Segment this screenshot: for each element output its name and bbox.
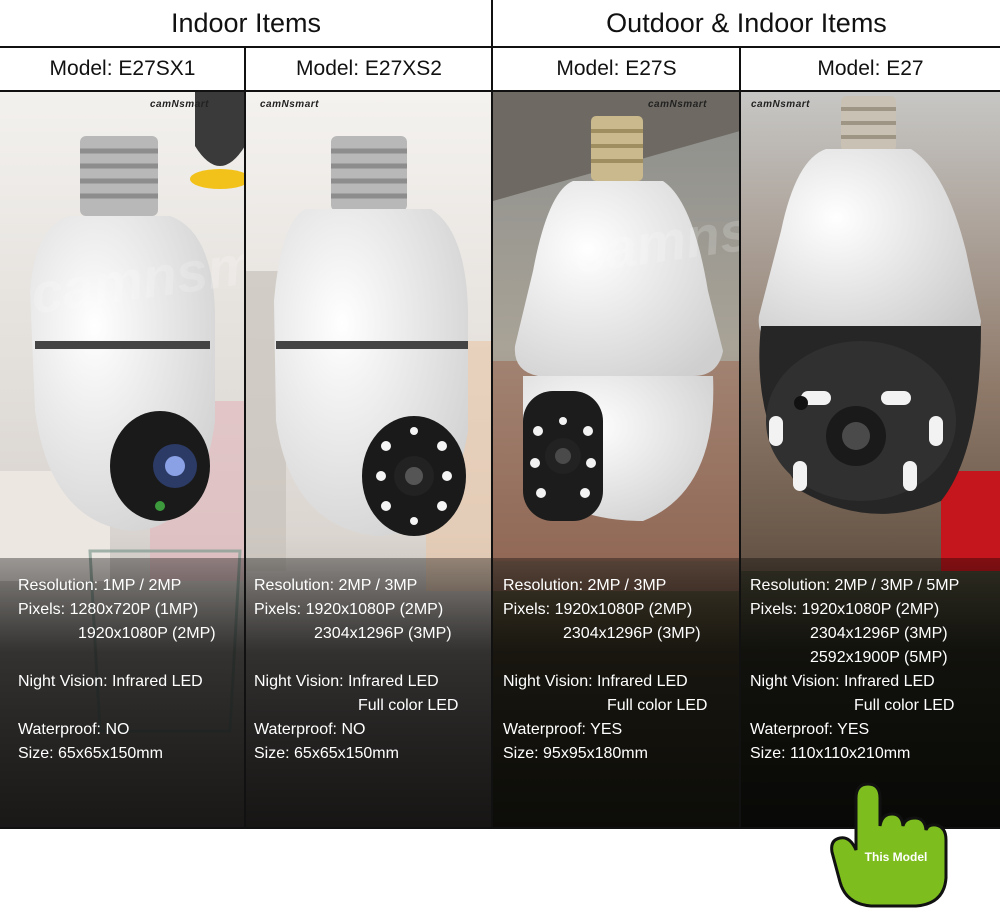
night-vision-text-2: Full color LED [607, 697, 708, 714]
outdoor-indoor-items-header: Outdoor & Indoor Items [493, 0, 1000, 47]
waterproof-text: Waterproof: YES [503, 721, 623, 738]
brand-logo: camNsmart [648, 99, 707, 110]
brand-logo: camNsmart [751, 99, 810, 110]
product-panel-e27s: camnsmart camNsmart Resolution: 2MP / 3M… [493, 91, 740, 828]
pixels-text-2: 1920x1080P (2MP) [78, 625, 216, 642]
specs-e27xs2: Resolution: 2MP / 3MP Pixels: 1920x1080P… [254, 574, 458, 766]
waterproof-text: Waterproof: NO [18, 721, 130, 738]
spec-shade [0, 558, 245, 828]
size-text: Size: 65x65x150mm [254, 745, 399, 762]
pointing-hand-icon: This Model [830, 782, 948, 908]
pixels-text-2: 2304x1296P (3MP) [563, 625, 701, 642]
night-vision-text: Night Vision: Infrared LED [503, 673, 688, 690]
specs-e27sx1: Resolution: 1MP / 2MP Pixels: 1280x720P … [18, 574, 216, 766]
night-vision-text-2: Full color LED [358, 697, 459, 714]
resolution-text: Resolution: 2MP / 3MP [503, 577, 667, 594]
size-text: Size: 110x110x210mm [750, 745, 911, 762]
model-e27sx1-title: Model: E27SX1 [0, 47, 245, 91]
divider [0, 827, 1000, 829]
resolution-text: Resolution: 2MP / 3MP / 5MP [750, 577, 960, 594]
divider [739, 47, 741, 828]
waterproof-text: Waterproof: YES [750, 721, 870, 738]
product-panel-e27xs2: camNsmart Resolution: 2MP / 3MP Pixels: … [246, 91, 492, 828]
waterproof-text: Waterproof: NO [254, 721, 366, 738]
spec-shade [246, 558, 492, 828]
pixels-text-2: 2304x1296P (3MP) [810, 625, 948, 642]
night-vision-text: Night Vision: Infrared LED [18, 673, 203, 690]
pixels-text: Pixels: 1920x1080P (2MP) [750, 601, 940, 618]
this-model-badge: This Model [826, 778, 956, 908]
indoor-items-header: Indoor Items [0, 0, 492, 47]
product-panel-e27: camNsmart Resolution: 2MP / 3MP / 5MP Pi… [741, 91, 1000, 828]
camera-bulb-photo [0, 91, 245, 828]
brand-logo: camNsmart [150, 99, 209, 110]
size-text: Size: 95x95x180mm [503, 745, 648, 762]
specs-e27s: Resolution: 2MP / 3MP Pixels: 1920x1080P… [503, 574, 707, 766]
pixels-text: Pixels: 1280x720P (1MP) [18, 601, 199, 618]
model-e27xs2-title: Model: E27XS2 [246, 47, 492, 91]
night-vision-text: Night Vision: Infrared LED [254, 673, 439, 690]
night-vision-text-2: Full color LED [854, 697, 955, 714]
spec-shade [493, 558, 740, 828]
pixels-text-2: 2304x1296P (3MP) [314, 625, 452, 642]
divider [0, 46, 1000, 48]
pixels-text: Pixels: 1920x1080P (2MP) [503, 601, 693, 618]
model-e27s-title: Model: E27S [493, 47, 740, 91]
resolution-text: Resolution: 2MP / 3MP [254, 577, 418, 594]
specs-e27: Resolution: 2MP / 3MP / 5MP Pixels: 1920… [750, 574, 959, 766]
product-panel-e27sx1: camnsmart camNsmart Resolution: 1MP / 2M… [0, 91, 245, 828]
night-vision-text: Night Vision: Infrared LED [750, 673, 935, 690]
this-model-label: This Model [865, 850, 928, 864]
pixels-text-3: 2592x1900P (5MP) [810, 649, 948, 666]
divider [244, 47, 246, 828]
pixels-text: Pixels: 1920x1080P (2MP) [254, 601, 444, 618]
divider [491, 0, 493, 828]
brand-logo: camNsmart [260, 99, 319, 110]
size-text: Size: 65x65x150mm [18, 745, 163, 762]
resolution-text: Resolution: 1MP / 2MP [18, 577, 182, 594]
model-e27-title: Model: E27 [741, 47, 1000, 91]
divider [0, 90, 1000, 92]
